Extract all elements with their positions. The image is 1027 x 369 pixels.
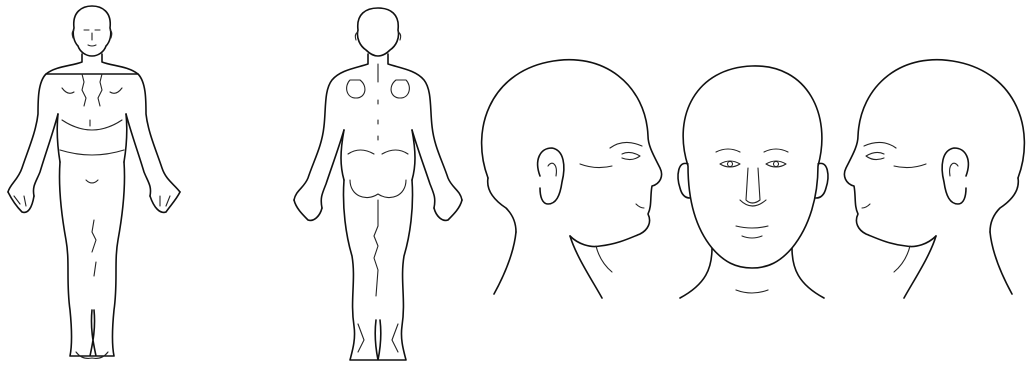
body-back-view: [294, 8, 462, 360]
right-profile-ear: [942, 148, 968, 204]
back-legs: [343, 180, 412, 360]
head-left-profile: [482, 60, 662, 298]
head-right-profile: [844, 60, 1024, 298]
front-head: [72, 6, 112, 56]
front-face-ears: [678, 163, 828, 198]
head-front-view: [678, 66, 828, 298]
back-head: [355, 8, 400, 56]
front-torso: [8, 54, 180, 192]
front-arms: [8, 114, 180, 212]
body-front-view: [8, 6, 180, 358]
back-torso: [294, 54, 462, 200]
front-legs: [59, 162, 124, 358]
left-profile-ear: [538, 148, 564, 204]
front-face-features: [716, 149, 788, 238]
